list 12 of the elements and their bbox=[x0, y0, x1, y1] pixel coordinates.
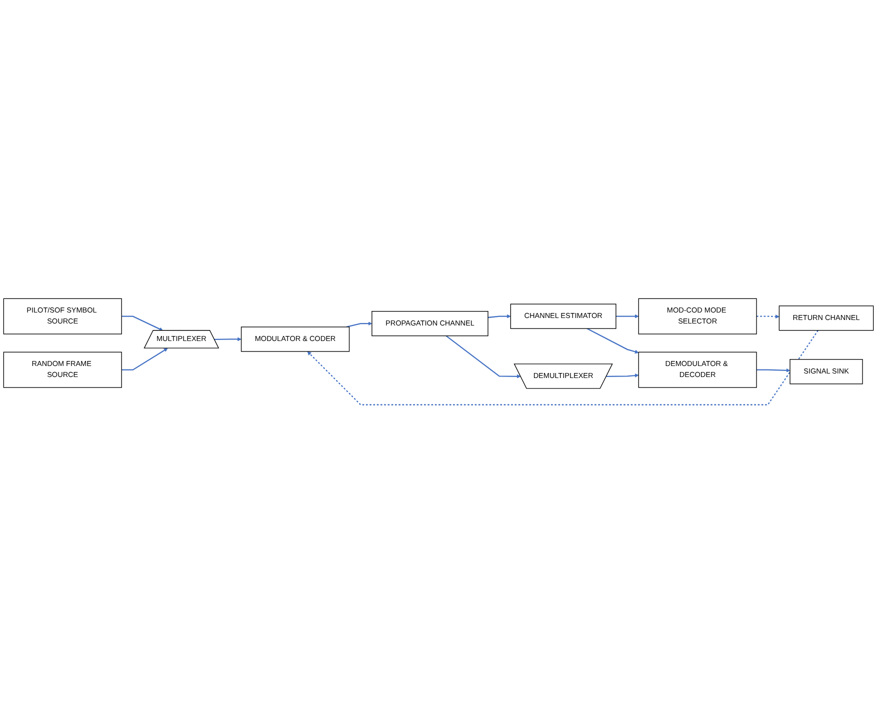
arrow bbox=[122, 316, 164, 332]
arrow bbox=[214, 338, 242, 342]
arrow bbox=[446, 336, 521, 379]
arrow bbox=[346, 322, 372, 328]
arrow bbox=[488, 314, 511, 319]
arrow bbox=[606, 374, 639, 378]
arrow bbox=[616, 314, 639, 319]
arrow bbox=[756, 314, 780, 319]
arrow bbox=[586, 328, 639, 354]
arrow bbox=[756, 368, 790, 373]
arrow bbox=[307, 330, 818, 406]
arrow bbox=[122, 348, 168, 371]
